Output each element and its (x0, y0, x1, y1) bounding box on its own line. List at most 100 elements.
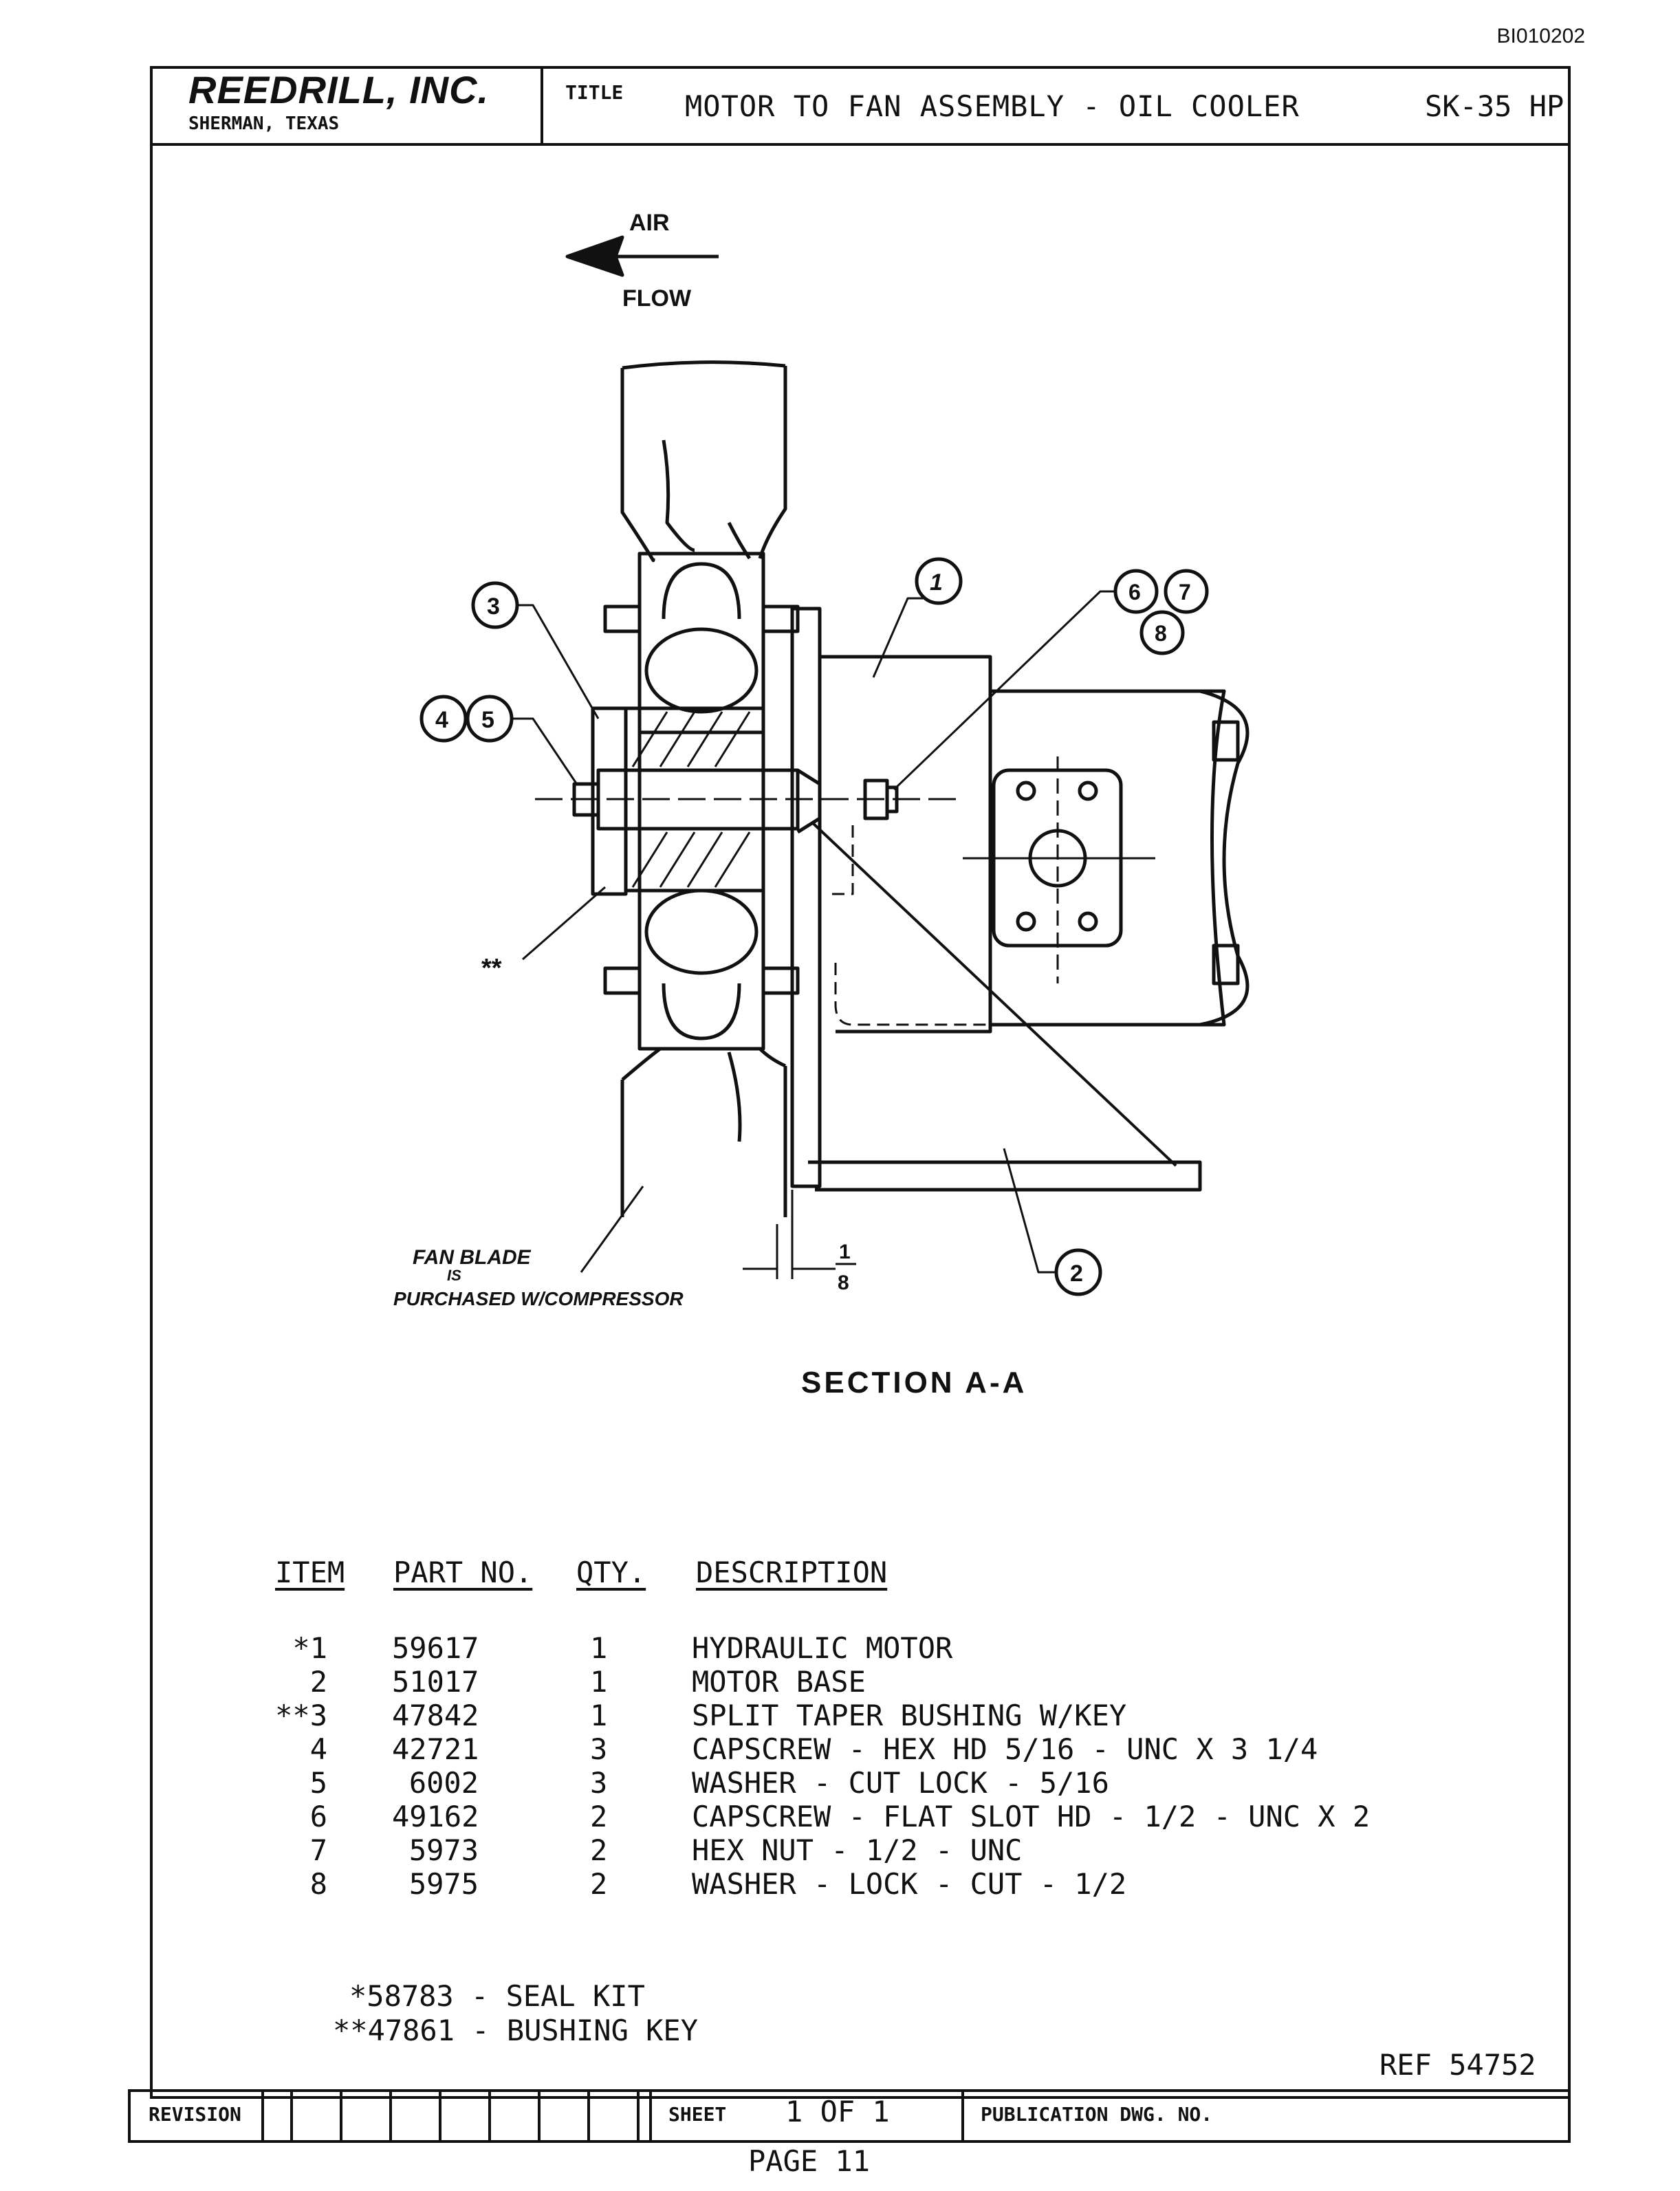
callout-label-2: 2 (1070, 1261, 1083, 1287)
upper-fan-blade-detail-2 (727, 521, 752, 560)
section-drawing: AIR FLOW 1 2 3 4 5 6 7 8 ** FAN BLADE IS… (393, 210, 1250, 1399)
row-item: 6 (309, 1800, 327, 1833)
row-item: 7 (309, 1833, 327, 1867)
callout-circle-6 (1113, 569, 1159, 614)
row-item: 5 (309, 1766, 327, 1800)
company-location: SHERMAN, TEXAS (188, 113, 340, 134)
motor-base-plate (790, 607, 822, 1188)
bushing-lower (624, 827, 765, 893)
fan-note-line-2: IS (447, 1267, 461, 1284)
row-description: HYDRAULIC MOTOR (692, 1631, 953, 1665)
motor-adapter-hidden-2 (834, 963, 990, 1026)
title-block-divider (541, 66, 543, 146)
row-part-no: 47842 (392, 1699, 479, 1732)
row-qty: 2 (590, 1833, 608, 1867)
lower-right-bolt (761, 966, 800, 995)
callout-label-8: 8 (1155, 621, 1167, 646)
callout-circle-8 (1139, 610, 1185, 655)
airflow-label-top: AIR (629, 210, 670, 236)
motor-stud-1 (1016, 781, 1036, 801)
hydraulic-motor-end-cap (1199, 689, 1250, 1027)
callout-circle-7 (1164, 569, 1209, 614)
lower-left-bolt (603, 966, 642, 995)
callout-circle-4 (419, 695, 468, 743)
row-description: HEX NUT - 1/2 - UNC (692, 1833, 1023, 1867)
lower-hub-arch (662, 983, 741, 1040)
row-item: **3 (275, 1699, 327, 1732)
leader-2 (1003, 1148, 1056, 1274)
lower-fan-blade-detail (727, 1051, 742, 1142)
fan-note-line-1: FAN BLADE (413, 1246, 532, 1269)
airflow-label-bottom: FLOW (622, 285, 692, 312)
reference-number: REF 54752 (1379, 2048, 1536, 2082)
col-header-item: ITEM (275, 1556, 345, 1589)
leader-4-5 (512, 717, 579, 786)
row-qty: 1 (590, 1631, 608, 1665)
row-qty: 2 (590, 1867, 608, 1901)
upper-left-bolt (603, 604, 642, 633)
motor-stud-4 (1078, 911, 1098, 932)
row-description: MOTOR BASE (692, 1665, 866, 1699)
drawing-title: MOTOR TO FAN ASSEMBLY - OIL COOLER (685, 89, 1300, 123)
row-item: 4 (309, 1732, 327, 1766)
drawing-labels: AIR FLOW 1 2 3 4 5 6 7 8 ** FAN BLADE IS… (393, 210, 1191, 1399)
row-description: SPLIT TAPER BUSHING W/KEY (692, 1699, 1127, 1732)
row-part-no: 42721 (392, 1732, 479, 1766)
leader-bushing-key (522, 886, 606, 961)
flat-slot-screw-head (796, 768, 822, 834)
drawing-frame (150, 66, 1571, 2099)
upper-hub-arch (662, 562, 741, 620)
row-part-no: 49162 (392, 1800, 479, 1833)
row-qty: 1 (590, 1699, 608, 1732)
motor-stud-3 (1016, 911, 1036, 932)
motor-base-leg (808, 1160, 1202, 1192)
section-label: SECTION A-A (801, 1366, 1027, 1399)
bushing-key-note: **47861 - BUSHING KEY (333, 2014, 699, 2047)
publication-label: PUBLICATION DWG. NO. (981, 2103, 1213, 2126)
gap-fraction-numerator: 1 (839, 1241, 851, 1263)
row-part-no: 5973 (408, 1833, 479, 1867)
row-qty: 2 (590, 1800, 608, 1833)
bushing-upper (624, 706, 765, 772)
row-qty: 3 (590, 1732, 608, 1766)
fan-note-line-3: PURCHASED W/COMPRESSOR (393, 1288, 684, 1309)
row-item: 2 (309, 1665, 327, 1699)
sheet-label: SHEET (668, 2103, 727, 2126)
bushing-key-marker: ** (481, 954, 502, 983)
callout-label-6: 6 (1128, 580, 1141, 604)
company-name: REEDRILL, INC. (188, 68, 490, 111)
leader-fan-blade (580, 1186, 644, 1273)
row-qty: 3 (590, 1766, 608, 1800)
revision-block (128, 2089, 1571, 2143)
model-number: SK-35 HP (1425, 89, 1564, 123)
sheet-value: 1 OF 1 (785, 2095, 890, 2128)
upper-bore (644, 627, 759, 714)
leader-6-7-8 (893, 590, 1114, 791)
motor-adapter (820, 655, 992, 1034)
lower-fan-blade (620, 1047, 787, 1217)
callout-label-7: 7 (1179, 580, 1191, 604)
page-number: PAGE 11 (748, 2144, 871, 2178)
row-part-no: 59617 (392, 1631, 479, 1665)
row-description: WASHER - LOCK - CUT - 1/2 (692, 1867, 1127, 1901)
motor-base-gusset (810, 820, 1177, 1167)
title-block (150, 66, 1571, 146)
seal-kit-note: *58783 - SEAL KIT (349, 1979, 645, 2013)
row-part-no: 5975 (408, 1867, 479, 1901)
col-header-part-no: PART NO. (393, 1556, 533, 1589)
col-header-description: DESCRIPTION (696, 1556, 888, 1589)
upper-hub (637, 552, 765, 734)
capscrew-head (572, 782, 600, 817)
row-part-no: 51017 (392, 1665, 479, 1699)
bushing-flange (591, 706, 628, 896)
lower-bore (644, 889, 759, 975)
airflow-arrow-head (565, 235, 624, 277)
col-header-qty: QTY. (576, 1556, 646, 1589)
revision-label: REVISION (149, 2103, 241, 2126)
callout-label-4: 4 (435, 707, 448, 733)
leader-1 (872, 597, 925, 678)
row-description: WASHER - CUT LOCK - 5/16 (692, 1766, 1109, 1800)
leader-3 (517, 604, 600, 719)
upper-right-bolt (761, 604, 800, 633)
callout-label-1: 1 (930, 569, 943, 596)
